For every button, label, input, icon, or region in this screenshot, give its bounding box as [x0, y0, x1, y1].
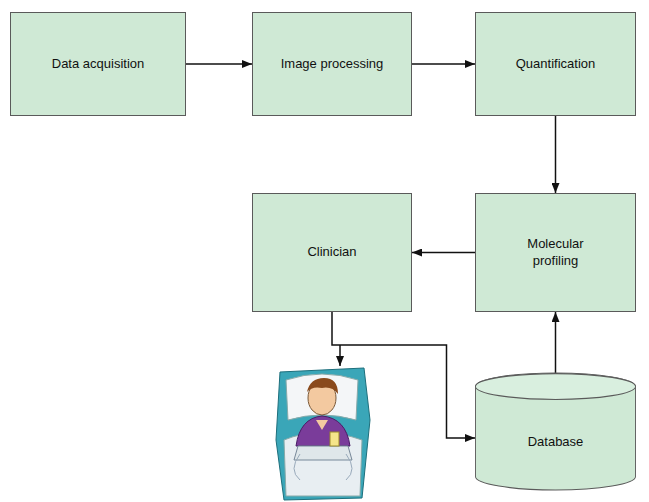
- node-label: Clinician: [307, 244, 356, 260]
- node-label: Quantification: [516, 56, 596, 72]
- process-box: Quantification: [475, 12, 636, 116]
- flow-arrow: [555, 116, 557, 193]
- flow-arrow: [412, 63, 475, 65]
- flow-arrow: [186, 63, 252, 65]
- flow-arrow: [412, 252, 475, 254]
- cylinder-top: [475, 374, 635, 400]
- flow-arrow: [332, 312, 475, 438]
- node-label: Molecular profiling: [506, 236, 606, 269]
- node-label: Data acquisition: [52, 56, 145, 72]
- process-box: Data acquisition: [10, 12, 186, 116]
- process-box: Clinician: [252, 193, 412, 312]
- process-box: Molecular profiling: [475, 193, 636, 312]
- patient-illustration: [276, 368, 370, 500]
- node-label: Image processing: [281, 56, 384, 72]
- flow-arrow: [555, 312, 557, 373]
- node-label: Database: [528, 434, 584, 450]
- cylinder-outline: [475, 373, 636, 490]
- process-box: Image processing: [252, 12, 412, 116]
- patient-arrow: [339, 345, 341, 366]
- cylinder-body: [475, 373, 635, 490]
- database-cylinder: Database: [475, 373, 636, 490]
